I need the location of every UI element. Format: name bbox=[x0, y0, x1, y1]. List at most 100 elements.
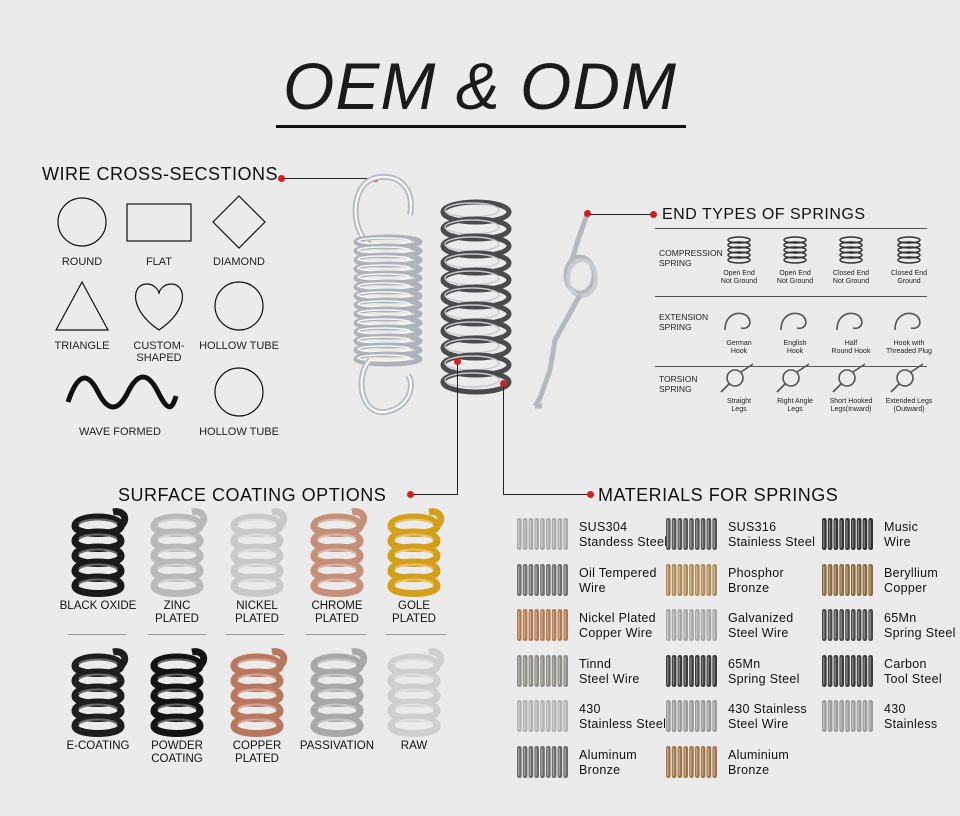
label-line: Stainless Steel bbox=[579, 717, 667, 731]
material-spring-image bbox=[822, 563, 873, 596]
material-spring-image bbox=[517, 745, 568, 778]
material-spring-image bbox=[666, 654, 717, 687]
coating-label: BLACK OXIDE bbox=[53, 600, 143, 613]
coating-spring-image bbox=[71, 508, 129, 597]
label-line: FLAT bbox=[145, 256, 173, 268]
label-line: Open End bbox=[723, 270, 755, 277]
label-line: German bbox=[726, 340, 752, 347]
wave-icon bbox=[65, 374, 179, 410]
label-line: ROUND bbox=[61, 256, 103, 268]
end-types-divider-top bbox=[655, 228, 927, 229]
material-spring-image bbox=[666, 518, 717, 550]
label-line: Aluminum bbox=[579, 747, 637, 762]
label-line: 65Mn bbox=[728, 656, 761, 671]
label-line: Standess Steel bbox=[579, 535, 668, 549]
label-line: PLATED bbox=[155, 613, 199, 625]
label-line: CUSTOM- bbox=[133, 340, 185, 352]
material-spring-image bbox=[822, 518, 873, 550]
compression-end-type-icon bbox=[839, 236, 863, 264]
wire-shape-label: CUSTOM-SHAPED bbox=[109, 340, 209, 364]
label-line: Oil Tempered bbox=[579, 565, 657, 580]
label-line: Steel Wire bbox=[579, 671, 640, 686]
extension-spring-image bbox=[352, 173, 423, 416]
compression-spring-image bbox=[440, 199, 512, 395]
label-line: SUS316 bbox=[728, 520, 777, 534]
circle-icon bbox=[57, 197, 107, 247]
label-line: Stainless Steel bbox=[728, 535, 816, 549]
materials-pointer-dot bbox=[500, 380, 507, 387]
label-line: EXTENSION bbox=[659, 312, 709, 322]
coating-pointer-dot bbox=[454, 358, 461, 365]
torsion-end-type-icon bbox=[890, 363, 924, 393]
compression-end-type-icon bbox=[897, 236, 921, 264]
coating-divider-2 bbox=[148, 634, 206, 635]
label-line: 430 bbox=[884, 702, 906, 716]
label-line: COMPRESSION bbox=[659, 248, 723, 258]
title-underline bbox=[276, 125, 686, 128]
label-line: SUS304 bbox=[579, 520, 628, 534]
label-line: Stainless bbox=[884, 717, 938, 731]
material-spring-image bbox=[666, 563, 717, 596]
label-line: Hook bbox=[786, 348, 804, 355]
coating-spring-image bbox=[230, 648, 288, 737]
material-spring-image bbox=[666, 700, 717, 732]
label-line: PASSIVATION bbox=[299, 740, 375, 752]
coating-spring-image bbox=[150, 648, 208, 737]
label-line: Beryllium bbox=[884, 565, 939, 580]
label-line: Straight bbox=[726, 398, 752, 405]
label-line: Ground bbox=[897, 278, 921, 285]
wire-leader-dot bbox=[278, 175, 285, 182]
label-line: PLATED bbox=[315, 613, 359, 625]
label-line: Closed End bbox=[832, 270, 870, 277]
wire-shape-label: TRIANGLE bbox=[32, 340, 132, 352]
label-line: Bronze bbox=[728, 580, 770, 595]
label-line: Spring Steel bbox=[728, 671, 800, 686]
label-line: PLATED bbox=[235, 753, 279, 765]
coating-vertical-leader bbox=[457, 365, 458, 495]
label-line: English bbox=[783, 340, 807, 347]
label-line: HOLLOW TUBE bbox=[199, 340, 279, 352]
circle-icon bbox=[214, 281, 264, 331]
coating-divider-5 bbox=[386, 634, 446, 635]
surface-coating-heading: SURFACE COATING OPTIONS bbox=[118, 485, 387, 505]
material-spring-image bbox=[517, 654, 568, 687]
label-line: SHAPED bbox=[136, 352, 182, 364]
label-line: Nickel Plated bbox=[579, 611, 656, 625]
label-line: Aluminium bbox=[728, 747, 790, 762]
coating-divider-4 bbox=[306, 634, 366, 635]
coating-spring-image bbox=[150, 508, 208, 597]
coating-spring-image bbox=[387, 508, 445, 597]
label-line: Threaded Plug bbox=[886, 348, 932, 355]
coating-spring-image bbox=[71, 648, 129, 737]
materials-heading: MATERIALS FOR SPRINGS bbox=[598, 485, 839, 505]
torsion-spring-image bbox=[532, 211, 598, 409]
material-spring-image bbox=[666, 609, 717, 641]
label-line: Half bbox=[844, 340, 858, 347]
label-line: Right Angle bbox=[777, 398, 813, 405]
wire-shape-label: HOLLOW TUBE bbox=[189, 340, 289, 352]
coating-spring-image bbox=[387, 648, 445, 737]
label-line: Wire bbox=[579, 580, 606, 595]
label-line: ZINC bbox=[163, 600, 191, 612]
